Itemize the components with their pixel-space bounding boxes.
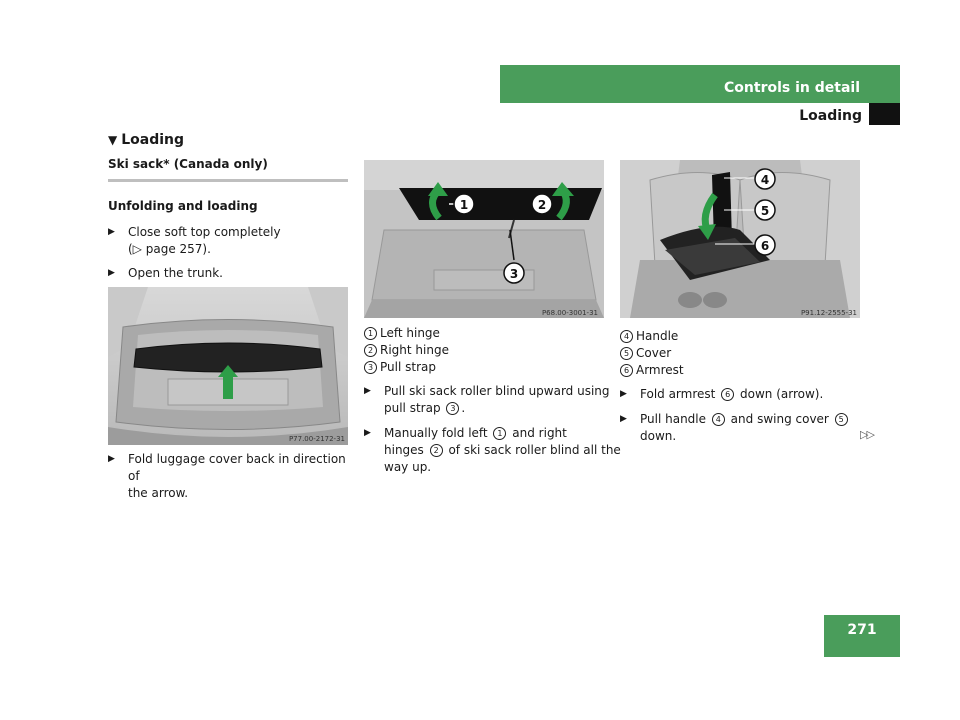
bullet-arrow-icon: ▶: [108, 268, 115, 278]
bullet-arrow-icon: ▶: [364, 386, 371, 396]
bullet-arrow-icon: ▶: [108, 227, 115, 237]
header-section: Controls in detail: [724, 80, 860, 96]
armrest-photo: 4 5 6 P91.12-2555-31: [620, 160, 860, 318]
triangle-down-icon: ▼: [108, 133, 118, 147]
callout-2: 2: [538, 198, 546, 212]
trunk-image-code: P77.00-2172-31: [289, 435, 345, 443]
header-tab: [869, 103, 900, 125]
step-open-trunk: ▶ Open the trunk.: [108, 266, 223, 280]
ski-sack-image-code: P68.00-3001-31: [542, 309, 598, 317]
step-pull-roller-blind: ▶ Pull ski sack roller blind upward usin…: [364, 384, 610, 415]
trunk-photo: P77.00-2172-31: [108, 287, 348, 445]
header-subsection: Loading: [799, 108, 862, 124]
step-fold-hinges: ▶ Manually fold left 1 and right hinges …: [364, 426, 621, 474]
callout-3: 3: [510, 267, 518, 281]
callout-4: 4: [761, 173, 769, 187]
step-fold-armrest: ▶ Fold armrest 6 down (arrow).: [620, 387, 824, 401]
bullet-arrow-icon: ▶: [620, 414, 627, 424]
ski-sack-illustration: 1 2 3 P68.00-3001-31: [364, 160, 604, 318]
ski-sack-photo: 1 2 3 P68.00-3001-31: [364, 160, 604, 318]
page-number: 271: [824, 615, 900, 657]
procedure-title: Unfolding and loading: [108, 199, 258, 213]
callout-5: 5: [761, 204, 769, 218]
callout-6: 6: [761, 239, 769, 253]
step-pull-handle: ▶ Pull handle 4 and swing cover 5 down.: [620, 411, 860, 445]
trunk-illustration: P77.00-2172-31: [108, 287, 348, 445]
bullet-arrow-icon: ▶: [364, 428, 371, 438]
header-bar: Controls in detail: [500, 65, 900, 103]
section-title: ▼Loading: [108, 132, 185, 148]
bullet-arrow-icon: ▶: [108, 454, 115, 464]
step-close-soft-top: ▶ Close soft top completely (▷ page 257)…: [108, 225, 281, 256]
continue-icon: ▷▷: [860, 428, 875, 441]
bullet-arrow-icon: ▶: [620, 389, 627, 399]
armrest-illustration: 4 5 6 P91.12-2555-31: [620, 160, 860, 318]
subsection-title: Ski sack* (Canada only): [108, 157, 348, 182]
step-fold-luggage-cover: ▶ Fold luggage cover back in direction o…: [108, 452, 346, 500]
callout-1: 1: [460, 198, 468, 212]
armrest-image-code: P91.12-2555-31: [801, 309, 857, 317]
